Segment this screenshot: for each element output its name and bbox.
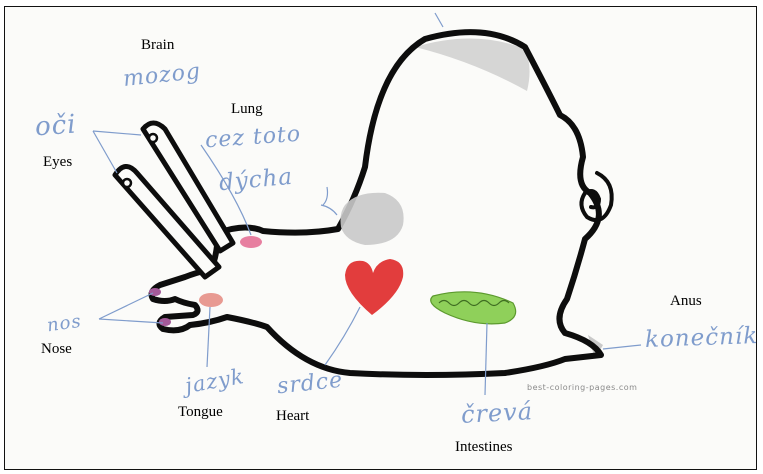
lung-organ [341, 193, 404, 245]
leader-intestines [485, 323, 487, 395]
leader-eyes-2 [93, 131, 117, 173]
snail-drawing [5, 7, 757, 470]
label-brain: Brain [141, 37, 174, 54]
nose-tip-lower [159, 318, 171, 326]
leader-lung-arrow [323, 187, 328, 205]
shell-shading [415, 38, 530, 91]
label-intestines: Intestines [455, 439, 513, 456]
tongue-organ [199, 293, 223, 307]
label-nose: Nose [41, 341, 72, 358]
eye-upper [149, 134, 157, 142]
nose-tip-upper [149, 288, 161, 296]
label-anus: Anus [670, 293, 702, 310]
leader-heart [325, 307, 360, 365]
leader-top [435, 13, 443, 27]
label-lung: Lung [231, 101, 263, 118]
watermark: best-coloring-pages.com [527, 383, 637, 392]
leader-lung [321, 205, 337, 215]
brain-organ [240, 236, 262, 248]
leader-nose-1 [99, 293, 153, 319]
leader-nose-2 [99, 319, 163, 323]
handwritten-anus: konečník [645, 323, 757, 353]
diagram-frame: Brain Lung Eyes Nose Tongue Heart Intest… [4, 6, 757, 470]
handwritten-eyes: oči [34, 110, 78, 143]
handwritten-intestines: črevá [460, 397, 533, 429]
eye-lower [123, 179, 131, 187]
leader-eyes-1 [93, 131, 141, 135]
label-heart: Heart [276, 408, 309, 425]
intestines-organ [431, 292, 516, 324]
label-tongue: Tongue [178, 404, 223, 421]
leader-tongue [207, 307, 210, 367]
heart-organ [345, 259, 403, 315]
label-eyes: Eyes [43, 154, 72, 171]
leader-anus [603, 345, 641, 349]
